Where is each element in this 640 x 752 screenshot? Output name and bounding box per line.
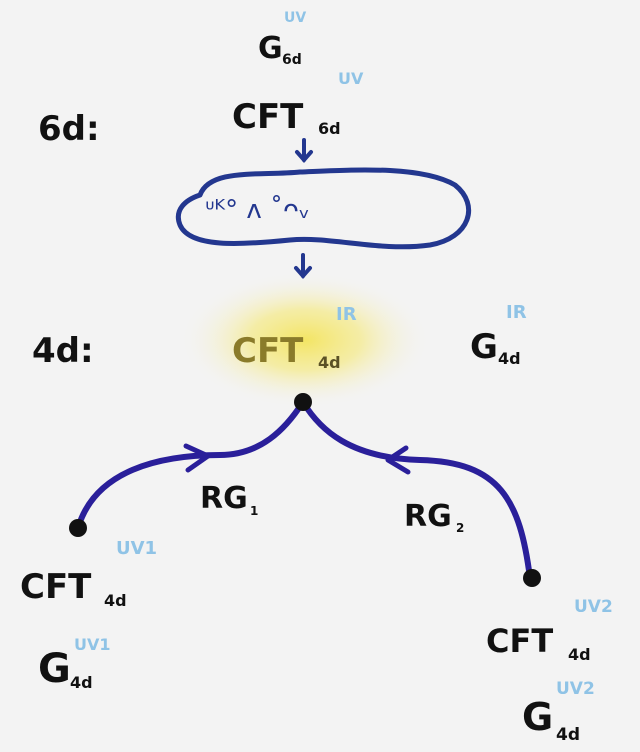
- svg-text:G: G: [522, 695, 553, 739]
- svg-text:RG: RG: [200, 481, 248, 516]
- cft-4d-ir: CFT 4d IR: [232, 304, 357, 372]
- svg-text:CFT: CFT: [232, 331, 304, 371]
- four-d-label: 4d:: [32, 331, 94, 371]
- svg-text:4d: 4d: [318, 353, 341, 372]
- rg-label-2: RG 2: [404, 499, 464, 535]
- cft-4d-uv1: CFT 4d UV1: [20, 538, 157, 610]
- ir-glow: [180, 272, 430, 408]
- svg-text:IR: IR: [506, 302, 527, 323]
- svg-text:6d: 6d: [318, 119, 341, 138]
- surface-squiggles: ᶸᴷ° ᴧ ˚ᴖᵥ: [205, 195, 310, 225]
- rg-flow-1-arrowhead: [183, 443, 211, 473]
- svg-text:4d: 4d: [104, 591, 127, 610]
- cft-4d-uv2: CFT 4d UV2: [486, 597, 613, 664]
- svg-text:CFT: CFT: [486, 622, 553, 660]
- group-4d-uv2: G 4d UV2: [522, 679, 595, 745]
- svg-text:CFT: CFT: [232, 97, 304, 137]
- cft-6d-uv: CFT 6d UV: [232, 69, 364, 138]
- svg-text:RG: RG: [404, 499, 452, 534]
- svg-text:UV2: UV2: [556, 679, 595, 699]
- svg-text:4d: 4d: [556, 725, 580, 745]
- compactification-surface: [175, 167, 472, 250]
- svg-text:UV1: UV1: [116, 538, 157, 559]
- rg-flow-1-curve: [75, 399, 306, 531]
- rg-flow-2-arrowhead: [385, 445, 411, 475]
- group-4d-uv1: G 4d UV1: [38, 635, 111, 692]
- arrow-down-1: [295, 138, 313, 164]
- arrow-down-2: [294, 253, 312, 280]
- svg-text:UV: UV: [284, 10, 306, 26]
- svg-text:G: G: [470, 327, 498, 367]
- svg-text:2: 2: [456, 521, 464, 535]
- uv1-point: [69, 519, 87, 537]
- svg-text:IR: IR: [336, 304, 357, 325]
- svg-text:4d: 4d: [498, 349, 521, 368]
- svg-text:UV2: UV2: [574, 597, 613, 617]
- group-6d-uv: G 6d UV: [258, 10, 306, 68]
- svg-text:4d: 4d: [568, 645, 591, 664]
- svg-text:6d: 6d: [282, 52, 302, 68]
- rg-flow-2-curve: [300, 399, 533, 581]
- svg-text:1: 1: [250, 504, 258, 518]
- svg-text:G: G: [38, 646, 71, 692]
- rg-label-1: RG 1: [200, 481, 258, 518]
- svg-text:UV: UV: [338, 69, 364, 88]
- group-4d-ir: G 4d IR: [470, 302, 527, 368]
- ir-point: [294, 393, 312, 411]
- svg-text:UV1: UV1: [74, 635, 111, 654]
- svg-text:4d: 4d: [70, 673, 93, 692]
- uv2-point: [523, 569, 541, 587]
- six-d-label: 6d:: [38, 109, 100, 149]
- svg-text:G: G: [258, 31, 283, 66]
- svg-text:CFT: CFT: [20, 567, 92, 607]
